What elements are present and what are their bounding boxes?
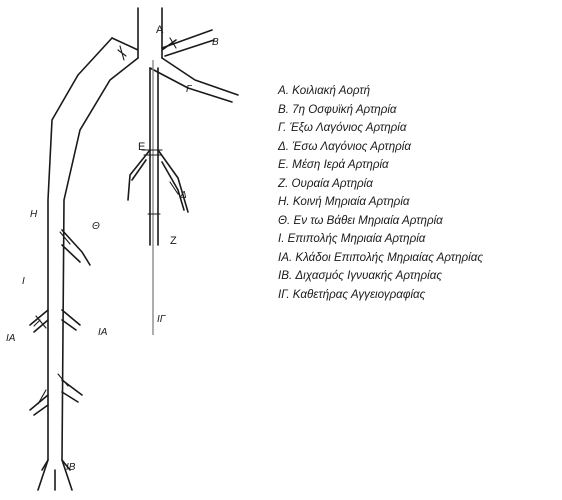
ligature-marks xyxy=(34,38,178,404)
internal-iliac-left xyxy=(128,150,150,200)
legend-item: IA. Κλάδοι Επιπολής Μηριαίας Αρτηρίας xyxy=(278,249,483,268)
legend-item: Δ. Έσω Λαγόνιος Αρτηρία xyxy=(278,138,483,157)
legend-item: IΓ. Καθετήρας Αγγειογραφίας xyxy=(278,286,483,305)
legend-item: E. Μέση Ιερά Αρτηρία xyxy=(278,156,483,175)
label-ia-left: IA xyxy=(6,333,16,344)
label-z: Z xyxy=(170,235,177,247)
legend-item: H. Κοινή Μηριαία Αρτηρία xyxy=(278,193,483,212)
label-ia-right: IA xyxy=(98,327,108,338)
deep-femoral xyxy=(62,230,90,265)
lumbar-artery xyxy=(162,30,214,56)
label-e: E xyxy=(138,141,145,153)
middle-sacral xyxy=(150,68,158,150)
legend-item: Γ. Έξω Λαγόνιος Αρτηρία xyxy=(278,119,483,138)
label-a: A xyxy=(156,24,164,36)
superficial-branch-2 xyxy=(62,310,80,330)
caudal-artery xyxy=(150,150,158,245)
right-external-iliac xyxy=(150,58,238,102)
superficial-branch-3 xyxy=(62,380,82,402)
legend-item: Z. Ουραία Αρτηρία xyxy=(278,175,483,194)
legend-item: A. Κοιλιακή Αορτή xyxy=(278,82,483,101)
label-ig: IΓ xyxy=(157,314,167,325)
aorta-left-wall xyxy=(112,8,138,58)
aorta-right-wall xyxy=(162,8,176,58)
legend-item: Θ. Εν τω Βάθει Μηριαία Αρτηρία xyxy=(278,212,483,231)
label-i: I xyxy=(22,276,25,287)
left-iliac-outer xyxy=(38,38,112,490)
internal-iliac-right xyxy=(158,150,188,212)
label-b: B xyxy=(212,37,219,48)
left-iliac-inner xyxy=(62,58,138,490)
superficial-branch-4 xyxy=(30,395,48,415)
label-ib: IB xyxy=(66,462,76,473)
legend-item: IB. Διχασμός Ιγνυακής Αρτηρίας xyxy=(278,267,483,286)
legend-item: I. Επιπολής Μηριαία Αρτηρία xyxy=(278,230,483,249)
legend: A. Κοιλιακή Αορτή B. 7η Οσφυϊκή Αρτηρία … xyxy=(278,82,483,304)
legend-item: B. 7η Οσφυϊκή Αρτηρία xyxy=(278,101,483,120)
label-th: Θ xyxy=(92,221,100,232)
label-d: Δ xyxy=(179,190,187,201)
label-h: H xyxy=(30,209,38,220)
